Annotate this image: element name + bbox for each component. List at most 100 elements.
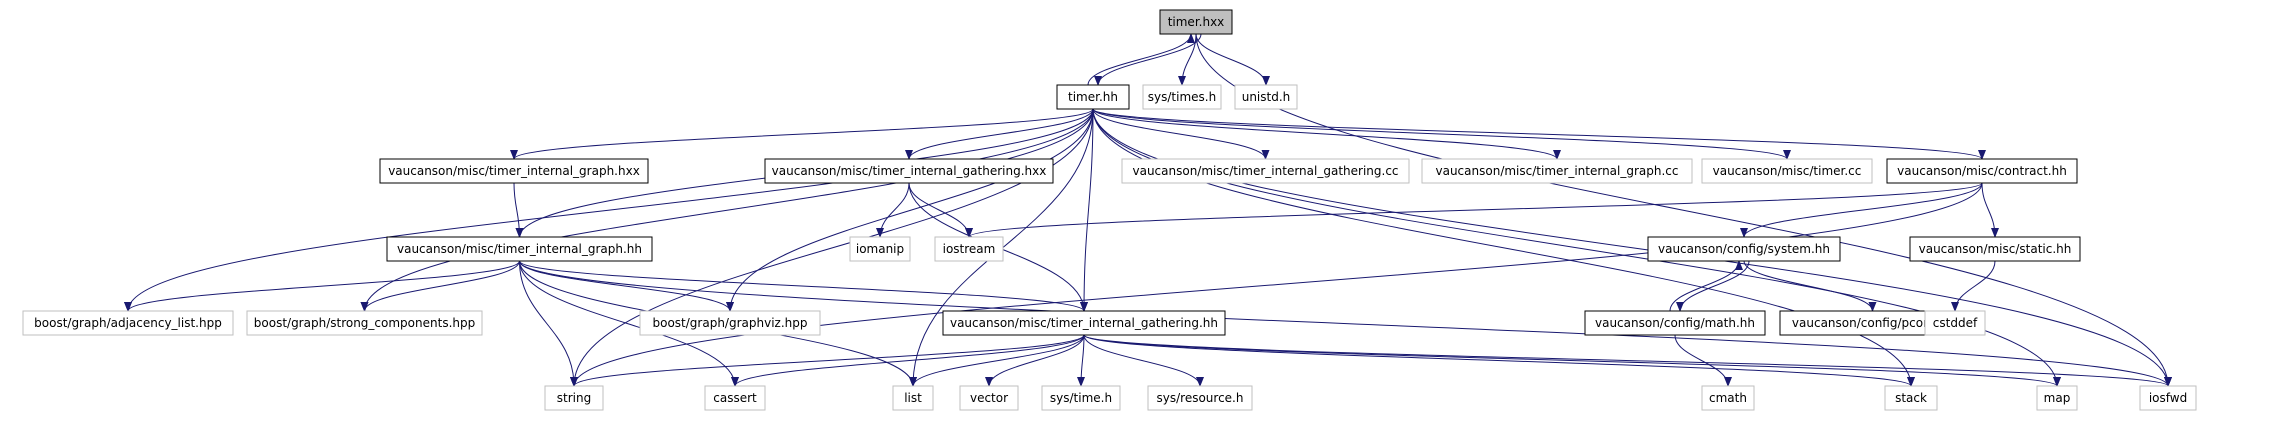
node-box <box>1142 84 1222 110</box>
node-label: sys/resource.h <box>1157 391 1244 405</box>
node-vaucanson-misc-timer-internal-gathering-cc: vaucanson/misc/timer_internal_gathering.… <box>1121 158 1410 184</box>
node-label: list <box>904 391 922 405</box>
edge-timer_hh-to-strong <box>360 108 1094 312</box>
edge-timer_hh-to-tig_cc <box>1092 108 1561 160</box>
node-label: timer.hh <box>1068 90 1118 104</box>
edge-tigath_hxx-to-iostream <box>908 182 973 238</box>
node-box <box>1056 84 1130 110</box>
node-box <box>1924 310 1986 336</box>
node-label: iostream <box>943 242 996 256</box>
edge-timer_hh-to-graphviz <box>726 108 1094 312</box>
node-label: vaucanson/config/pconf.hh <box>1792 316 1953 330</box>
node-vaucanson-misc-timer-internal-gathering-hxx[interactable]: vaucanson/misc/timer_internal_gathering.… <box>764 158 1054 184</box>
node-box <box>1147 385 1253 411</box>
node-label: cassert <box>713 391 757 405</box>
edge-tigath_hh-to-sys_resource_h <box>1083 334 1204 387</box>
edge-contract_hh-to-string <box>570 182 1983 387</box>
edge-tig_hh-to-iosfwd <box>519 260 2172 387</box>
node-sys-times-h: sys/times.h <box>1142 84 1222 110</box>
edge-tig_hh-to-graphviz <box>519 260 734 312</box>
node-label: vaucanson/misc/timer_internal_graph.cc <box>1436 164 1679 178</box>
node-label: vaucanson/misc/timer_internal_gathering.… <box>772 164 1047 178</box>
node-label: vaucanson/misc/static.hh <box>1919 242 2072 256</box>
node-vaucanson-misc-timer-internal-graph-hxx[interactable]: vaucanson/misc/timer_internal_graph.hxx <box>379 158 649 184</box>
node-box <box>1584 310 1766 336</box>
node-vector: vector <box>959 385 1019 411</box>
node-map: map <box>2036 385 2078 411</box>
node-label: boost/graph/graphviz.hpp <box>653 316 808 330</box>
edge-timer_hh-to-timer_cc <box>1092 108 1791 160</box>
node-timer-hxx[interactable]: timer.hxx <box>1159 9 1233 35</box>
edge-contract_hh-to-static_hh <box>1981 182 1999 238</box>
node-label: vaucanson/misc/timer_internal_gathering.… <box>1132 164 1398 178</box>
node-vaucanson-config-math-hh[interactable]: vaucanson/config/math.hh <box>1584 310 1766 336</box>
node-box <box>246 310 483 336</box>
node-label: vector <box>970 391 1008 405</box>
edge-timer_hh-to-tig_hxx <box>510 108 1094 160</box>
node-label: vaucanson/config/math.hh <box>1595 316 1755 330</box>
node-list: list <box>892 385 934 411</box>
node-label: cmath <box>1709 391 1747 405</box>
node-iostream: iostream <box>934 236 1004 262</box>
edge-system_hh-to-math_hh <box>1676 260 1750 312</box>
node-label: stack <box>1895 391 1927 405</box>
node-box <box>1421 158 1693 184</box>
edge-timer_hh-to-contract_hh <box>1092 108 1986 160</box>
edge-tigath_hh-to-string <box>570 334 1085 387</box>
edge-timer_hh-to-adjacency <box>124 108 1094 312</box>
edge-timer_hxx-to-timer_hh <box>1094 33 1202 86</box>
node-box <box>544 385 604 411</box>
node-box <box>1041 385 1121 411</box>
edge-timer_hh-to-stack <box>1092 108 1915 387</box>
edge-math_hh-to-system_hh <box>1669 260 1743 312</box>
node-box <box>849 236 911 262</box>
edge-tigath_hh-to-list <box>909 334 1085 387</box>
node-vaucanson-config-system-hh[interactable]: vaucanson/config/system.hh <box>1647 236 1841 262</box>
edge-static_hh-to-cstddef <box>1951 260 1996 312</box>
node-label: vaucanson/config/system.hh <box>1658 242 1830 256</box>
node-label: timer.hxx <box>1168 15 1225 29</box>
edge-tig_hh-to-cassert <box>519 260 739 387</box>
node-box <box>1909 236 2081 262</box>
node-vaucanson-misc-static-hh[interactable]: vaucanson/misc/static.hh <box>1909 236 2081 262</box>
node-box <box>22 310 234 336</box>
node-box <box>1234 84 1298 110</box>
node-sys-time-h: sys/time.h <box>1041 385 1121 411</box>
node-box <box>1701 385 1755 411</box>
node-box <box>959 385 1019 411</box>
edge-math_hh-to-cmath <box>1674 334 1732 387</box>
node-label: unistd.h <box>1242 90 1291 104</box>
node-box <box>934 236 1004 262</box>
edge-timer_hh-to-tigath_hh <box>1080 108 1094 312</box>
node-box <box>639 310 821 336</box>
node-label: map <box>2044 391 2071 405</box>
node-label: vaucanson/misc/contract.hh <box>1897 164 2067 178</box>
edge-tig_hh-to-tigath_hh <box>519 260 1088 312</box>
node-boost-graph-graphviz-hpp: boost/graph/graphviz.hpp <box>639 310 821 336</box>
node-label: boost/graph/adjacency_list.hpp <box>34 316 222 330</box>
edge-contract_hh-to-system_hh <box>1740 182 1983 238</box>
node-box <box>942 310 1226 336</box>
node-label: vaucanson/misc/timer.cc <box>1713 164 1862 178</box>
node-unistd-h: unistd.h <box>1234 84 1298 110</box>
node-label: vaucanson/misc/timer_internal_graph.hxx <box>388 164 640 178</box>
edge-tigath_hxx-to-iomanip <box>876 182 910 238</box>
node-label: string <box>557 391 591 405</box>
node-box <box>892 385 934 411</box>
edge-tigath_hh-to-stack <box>1083 334 1915 387</box>
edge-tig_hxx-to-tig_hh <box>513 182 524 238</box>
node-label: boost/graph/strong_components.hpp <box>254 316 475 330</box>
node-sys-resource-h: sys/resource.h <box>1147 385 1253 411</box>
node-timer-hh[interactable]: timer.hh <box>1056 84 1130 110</box>
node-vaucanson-misc-contract-hh[interactable]: vaucanson/misc/contract.hh <box>1886 158 2078 184</box>
edge-system_hh-to-pconf_hh <box>1743 260 1877 312</box>
edge-tig_hh-to-adjacency <box>124 260 520 312</box>
edges <box>124 33 2172 387</box>
node-label: sys/times.h <box>1148 90 1216 104</box>
edge-timer_hh-to-tigath_cc <box>1092 108 1270 160</box>
node-vaucanson-misc-timer-internal-gathering-hh[interactable]: vaucanson/misc/timer_internal_gathering.… <box>942 310 1226 336</box>
edge-timer_hh-to-timer_hxx <box>1087 33 1195 86</box>
node-vaucanson-misc-timer-internal-graph-hh[interactable]: vaucanson/misc/timer_internal_graph.hh <box>386 236 653 262</box>
edge-tigath_hh-to-vector <box>985 334 1085 387</box>
